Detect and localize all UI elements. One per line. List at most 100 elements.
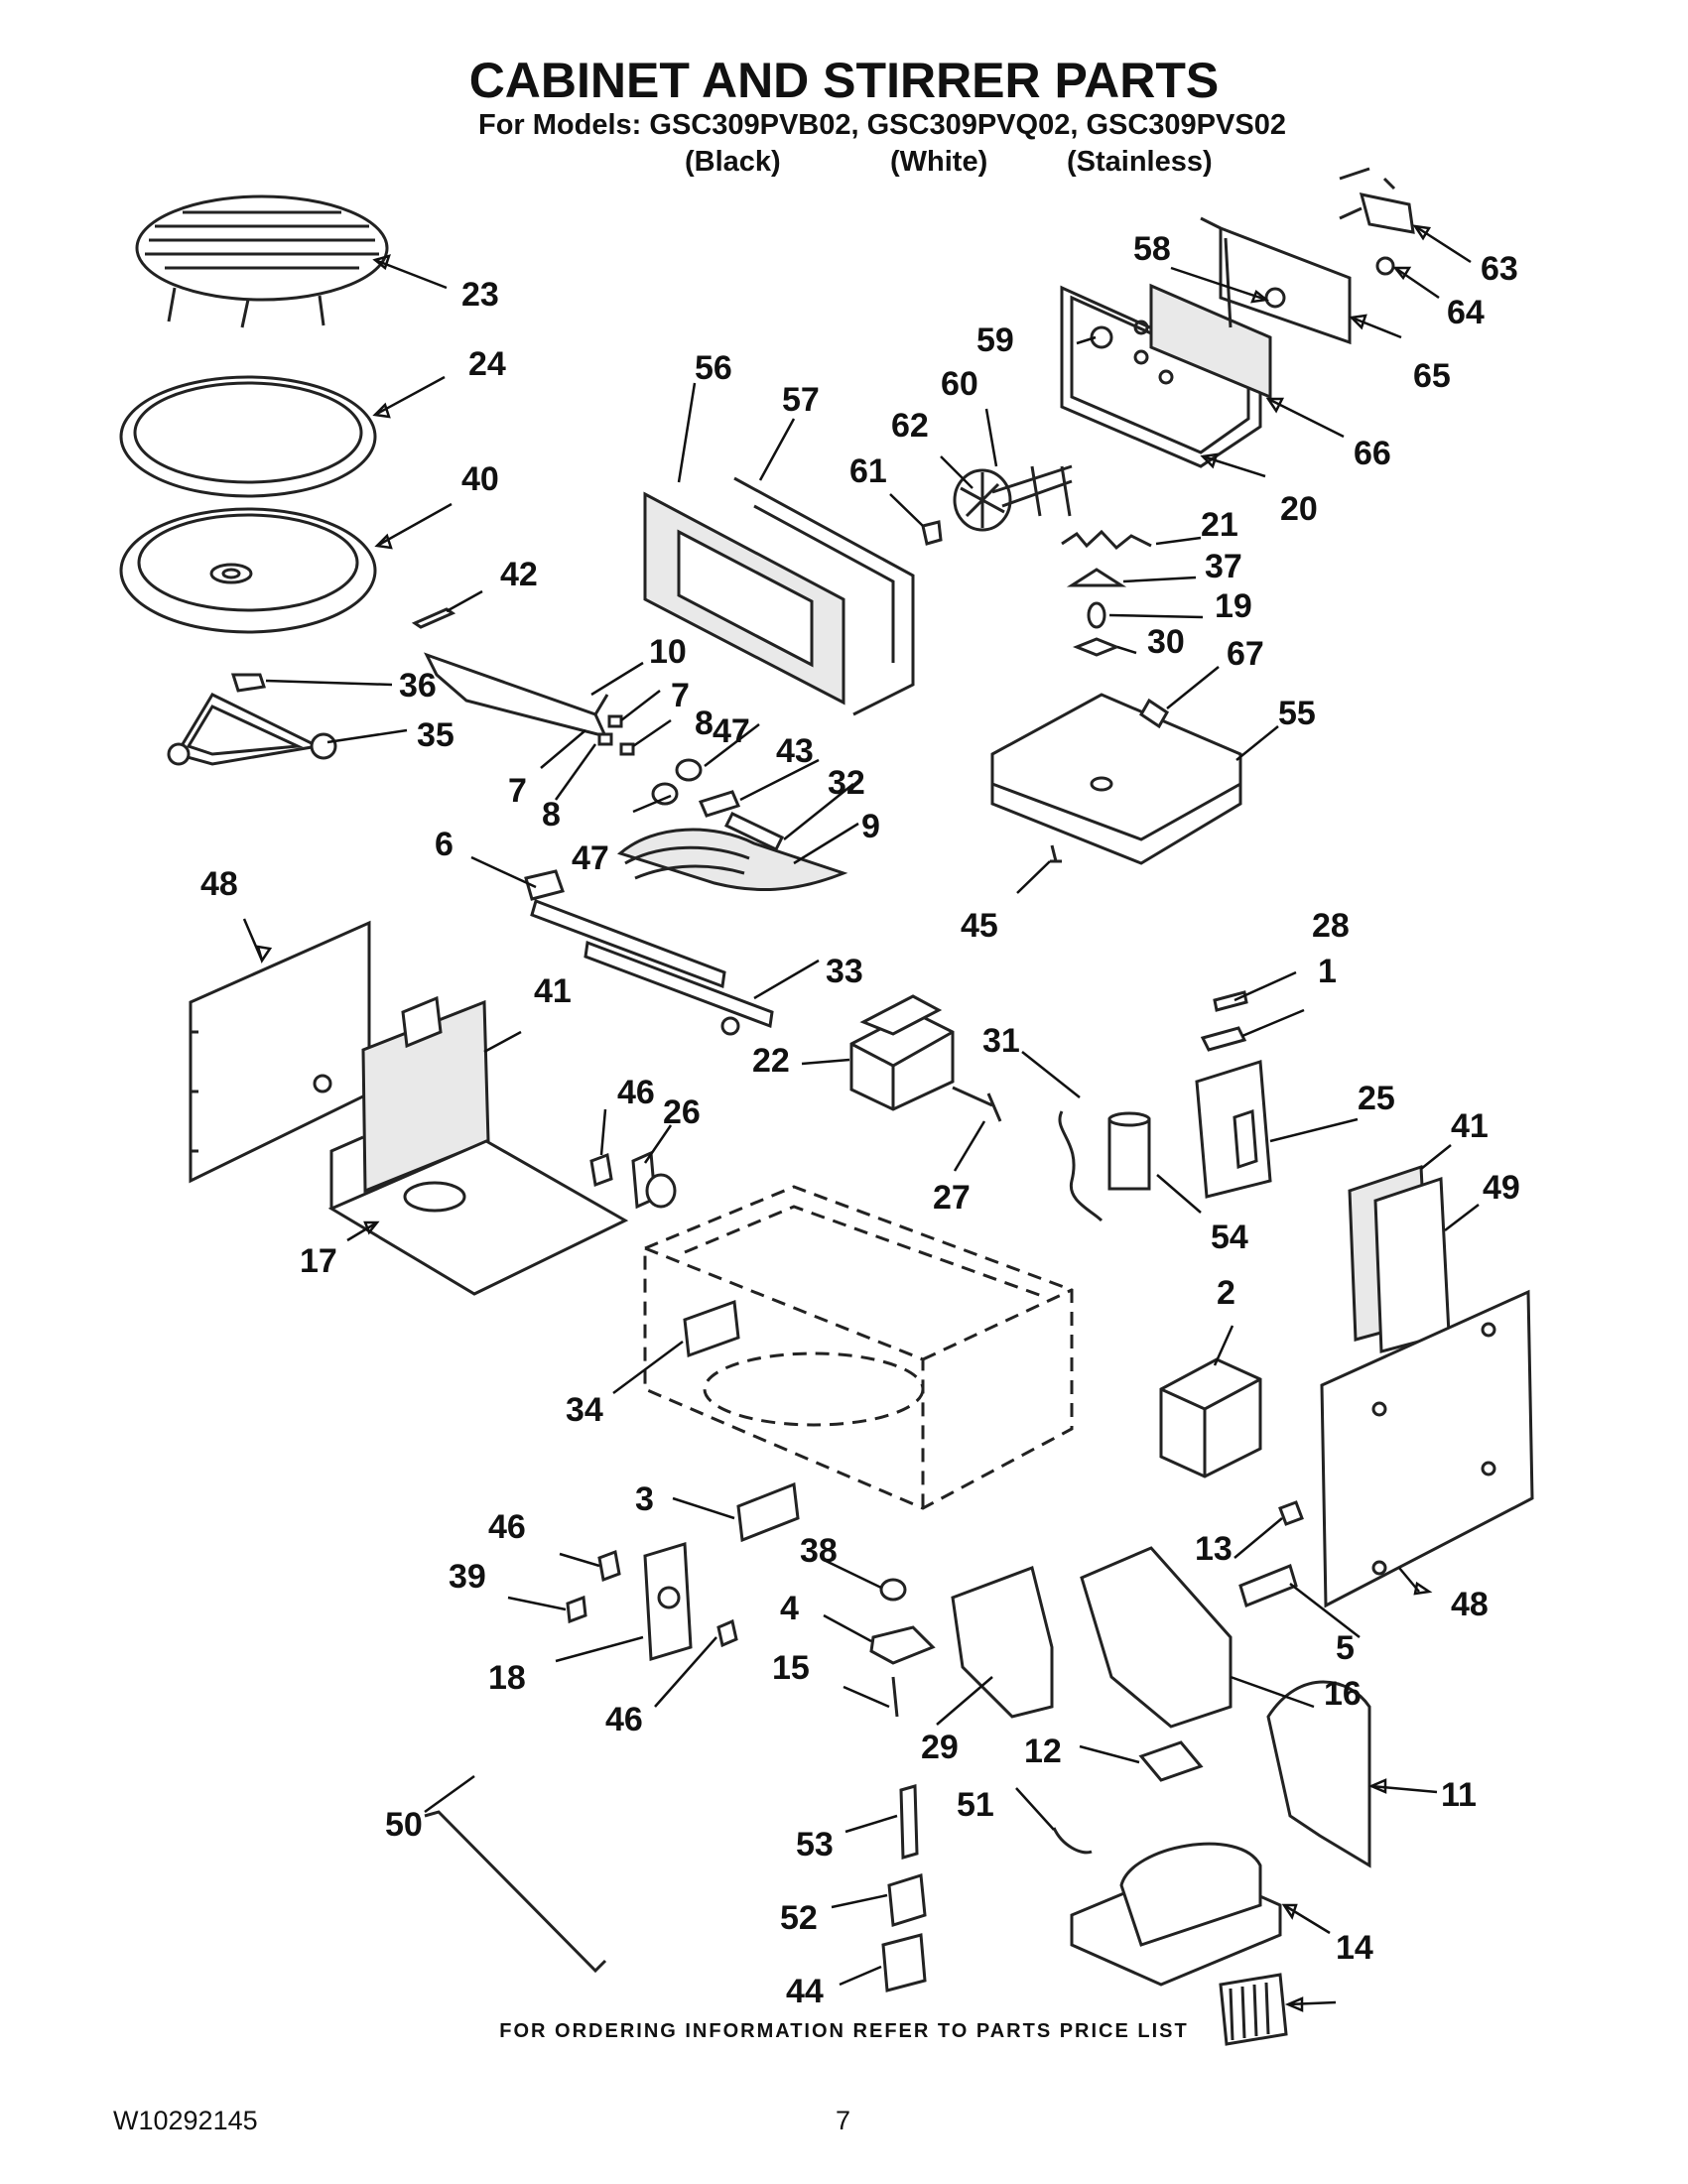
left-base-plate-drawing [327,995,629,1296]
air-duct-drawing [951,1500,1304,1729]
upper-switch-drawing [589,1150,677,1210]
callout-63: 64 [1447,294,1485,331]
callout-36: 36 [399,667,437,705]
lamp-assembly-drawing [1061,529,1152,657]
callout-30: 67 [1227,635,1264,673]
callout-6: 6 [435,826,454,863]
callout-12: 11 [1441,1776,1477,1814]
lower-fan-assembly-drawing [881,1680,1371,2046]
callout-58-lower: 59 [976,321,1014,359]
callout-26: 22 [752,1042,790,1080]
callout-24: 24 [468,345,506,383]
callout-48-left: 41 [534,972,572,1010]
vent-bracket-drawing [411,607,635,756]
variant-white: (White) [890,146,988,178]
variant-stainless: (Stainless) [1067,146,1213,178]
callout-41-upper: 46 [617,1074,655,1111]
callout-9: 9 [861,808,880,845]
lower-switch-drawing [566,1542,738,1661]
callout-16: 39 [449,1558,486,1596]
right-side-panel-drawing [1320,1289,1534,1608]
callout-25: 54 [1211,1219,1248,1256]
turntable-ring-drawing [119,375,377,498]
callout-3: 38 [800,1532,838,1570]
callout-11: 50 [385,1806,423,1844]
callout-33: 33 [826,953,863,990]
fuse-bracket-drawing [1195,990,1272,1199]
roller-support-drawing [167,673,337,766]
callout-41-lower: 46 [605,1701,643,1738]
callout-32: 32 [828,764,865,802]
callout-39: 18 [488,1659,526,1697]
high-voltage-transformer-drawing [1159,1357,1262,1478]
callout-8-upper: 8 [695,705,714,742]
callout-leader-lines [242,224,1480,2012]
callout-4: 13 [1195,1530,1233,1568]
callout-40: 40 [461,460,499,498]
callout-19: 30 [1147,623,1185,661]
callout-67: 55 [1278,695,1316,732]
callout-7-lower: 7 [508,772,527,810]
callout-37: 19 [1215,587,1252,625]
callout-43: 43 [776,732,814,770]
callout-10: 10 [649,633,687,671]
callout-55: 45 [961,907,998,945]
callout-56: 56 [695,349,732,387]
callout-44: 14 [1336,1929,1373,1967]
page-title: CABINET AND STIRRER PARTS [468,53,1220,108]
callout-61: 63 [1481,250,1518,288]
callout-46: 26 [663,1093,701,1131]
callout-34: 2 [1217,1274,1235,1312]
callout-20: 21 [1201,506,1238,544]
waveguide-cover-drawing [1060,167,1415,468]
stirrer-shaft-drawing [524,758,848,1036]
oven-cavity-drawing [643,1185,1074,1510]
left-side-panel-drawing [189,920,371,1184]
variant-black: (Black) [685,146,781,178]
callout-17: 34 [566,1391,603,1429]
callout-7-upper: 7 [671,677,690,714]
door-rod-drawing [424,1810,607,1974]
callout-47-lower: 47 [572,839,609,877]
callout-18: 15 [772,1649,810,1687]
callout-labels: 23 24 40 42 10 36 35 7 8 47 43 32 9 6 33… [200,230,1520,2010]
callout-22: 31 [982,1022,1020,1060]
callout-29: 12 [1024,1733,1062,1770]
callout-49: 17 [300,1242,337,1280]
callout-60: 62 [891,407,929,445]
capacitor-drawing [1058,1110,1151,1222]
callout-45-right: 48 [1451,1586,1489,1623]
page-number: 7 [836,2106,851,2135]
callout-13: 5 [1336,1629,1355,1667]
callout-15: 29 [921,1729,959,1766]
callout-5: 16 [1324,1675,1362,1713]
transformer-drawing [849,994,1002,1122]
callout-50: 53 [796,1826,834,1863]
callout-54: 49 [1483,1169,1520,1207]
right-foam-drawing [1348,1164,1451,1353]
callout-45-left: 48 [200,865,238,903]
callout-66: 20 [1280,490,1318,528]
door-frame-drawing [643,476,915,716]
callout-2: 3 [635,1480,654,1518]
callout-1: 25 [1358,1080,1395,1117]
callout-23: 23 [461,276,499,314]
document-number: W10292145 [113,2106,258,2135]
callout-27: 28 [1312,907,1350,945]
callout-47-upper: 47 [713,712,750,750]
callout-58-upper: 58 [1133,230,1171,268]
mounting-plate-drawing [990,693,1242,865]
callout-53: 51 [957,1786,994,1824]
callout-35: 35 [417,716,454,754]
callout-48-right: 41 [1451,1107,1489,1145]
callout-42: 42 [500,556,538,593]
callout-57: 57 [782,381,820,419]
rack-drawing [135,194,389,328]
callout-21: 37 [1205,548,1242,585]
cover-plate-drawing [736,1481,800,1543]
callout-52: 44 [786,1973,824,2010]
callout-62: 61 [849,452,887,490]
stirrer-antenna-drawing [921,464,1073,546]
